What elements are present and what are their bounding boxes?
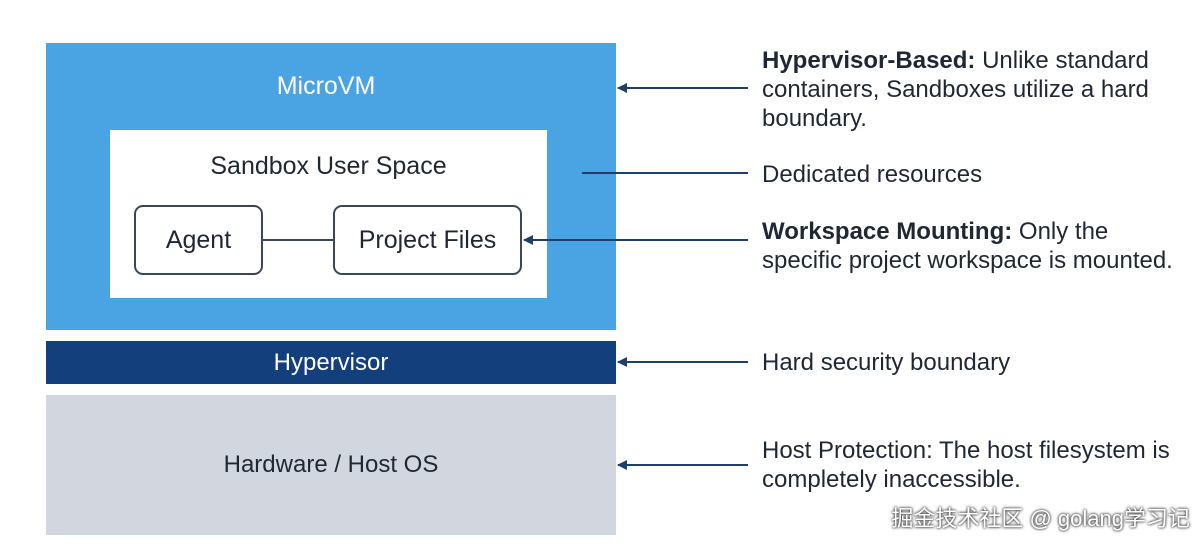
project-files-node: Project Files (333, 205, 522, 275)
note-dedicated-resources: Dedicated resources (762, 161, 983, 188)
sandbox-user-space-label: Sandbox User Space (210, 152, 447, 180)
project-files-label: Project Files (358, 225, 497, 254)
agent-label: Agent (165, 225, 232, 254)
hypervisor-layer: Hypervisor (46, 341, 616, 384)
host-label: Hardware / Host OS (223, 451, 439, 478)
note-workspace-mounting: Workspace Mounting: Only the specific pr… (762, 218, 1173, 274)
microvm-label: MicroVM (276, 72, 376, 100)
note-hypervisor-based: Hypervisor-Based: Unlike standard contai… (762, 47, 1149, 132)
note-host-protection: Host Protection: The host filesystem is … (762, 437, 1170, 493)
agent-files-connector (263, 239, 333, 241)
note-hard-security-boundary: Hard security boundary (762, 349, 1011, 376)
host-os-layer: Hardware / Host OS (46, 395, 616, 535)
agent-node: Agent (134, 205, 263, 275)
watermark: 掘金技术社区 @ golang学习记 (891, 506, 1190, 531)
hypervisor-label: Hypervisor (273, 348, 389, 376)
